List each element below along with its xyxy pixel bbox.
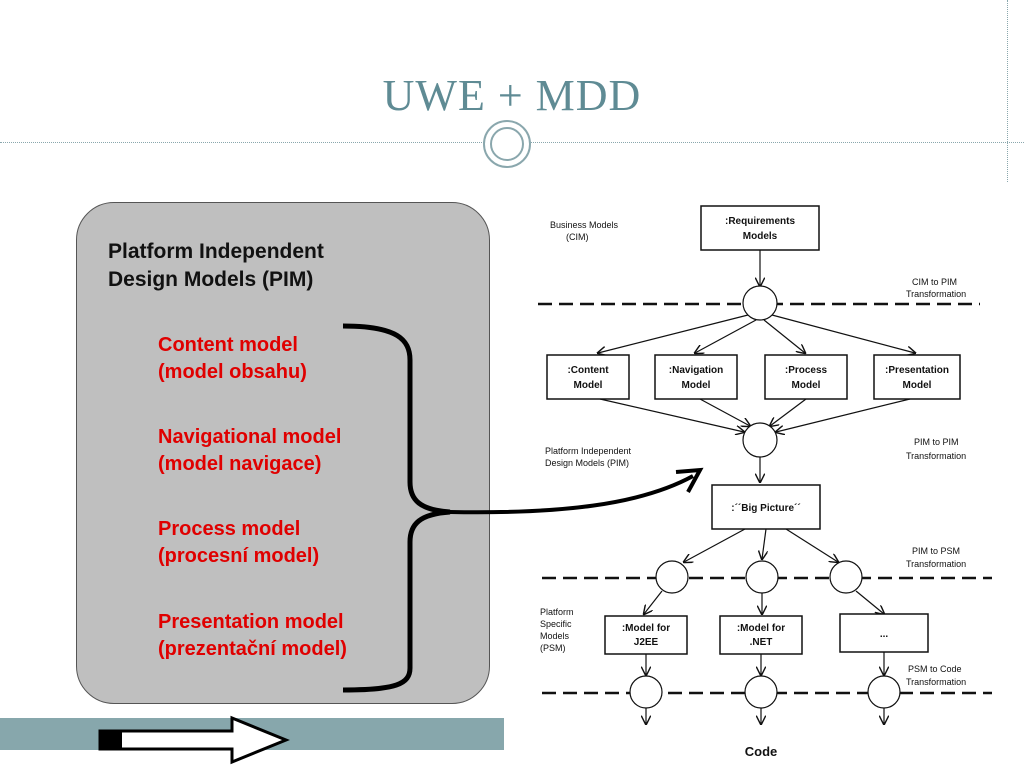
content-model-item: Content model (model obsahu) — [158, 334, 307, 383]
navigation-model-box-label-1: :Navigation — [669, 365, 723, 376]
net-model-box-label-2: .NET — [750, 637, 773, 648]
code-node-j2ee — [629, 675, 663, 709]
decorative-circle-icon — [483, 120, 531, 168]
j2ee-model-box-label-2: J2EE — [634, 637, 659, 648]
pim-heading: Platform Independent Design Models (PIM) — [108, 240, 324, 291]
right-divider — [1007, 0, 1008, 182]
brace-arrow — [449, 474, 694, 515]
net-model-box-label-1: :Model for — [737, 623, 785, 634]
presentation-model-box-label-2: Model — [903, 380, 932, 391]
psm-code-label-2: Transformation — [906, 677, 966, 687]
code-label: Code — [745, 744, 778, 759]
pim-psm-label-2: Transformation — [906, 559, 966, 569]
code-node-net — [744, 675, 778, 709]
psm-label-4: (PSM) — [540, 643, 566, 653]
cim-pim-label-1: CIM to PIM — [912, 277, 957, 287]
process-model-box — [764, 354, 848, 400]
slide-title: UWE + MDD — [382, 71, 642, 120]
next-arrow-tail — [100, 731, 122, 749]
process-model-box-label-2: Model — [792, 380, 821, 391]
pim-pim-label-1: PIM to PIM — [914, 437, 959, 447]
content-model-box — [546, 354, 630, 400]
other-model-box-label: ... — [880, 629, 889, 640]
transform-node-pim-pim — [742, 422, 778, 458]
pim-label-1: Platform Independent — [545, 446, 632, 456]
brace-shape — [342, 323, 451, 693]
j2ee-model-box — [604, 615, 688, 655]
presentation-model-item: Presentation model (prezentační model) — [158, 611, 347, 660]
requirements-box — [700, 205, 820, 251]
pim-panel — [76, 202, 490, 704]
brace-arrow-head-icon — [675, 467, 704, 493]
navigation-model-box — [654, 354, 738, 400]
pim-label-2: Design Models (PIM) — [545, 458, 629, 468]
net-model-box — [719, 615, 803, 655]
cim-pim-label-2: Transformation — [906, 289, 966, 299]
content-model-box-label-1: :Content — [567, 365, 609, 376]
navigation-model-box-label-2: Model — [682, 380, 711, 391]
transform-node-other — [829, 560, 863, 594]
process-model-box-label-1: :Process — [785, 365, 828, 376]
presentation-model-box — [873, 354, 961, 400]
business-models-label-2: (CIM) — [566, 232, 589, 242]
content-model-box-label-2: Model — [574, 380, 603, 391]
next-arrow-icon — [98, 715, 290, 765]
psm-label-1: Platform — [540, 607, 574, 617]
transform-node-net — [745, 560, 779, 594]
psm-label-3: Models — [540, 631, 570, 641]
transform-node-cim-pim — [742, 285, 778, 321]
code-node-other — [867, 675, 901, 709]
other-model-box — [839, 613, 929, 653]
psm-code-label-1: PSM to Code — [908, 664, 962, 674]
business-models-label-1: Business Models — [550, 220, 619, 230]
pim-pim-label-2: Transformation — [906, 451, 966, 461]
process-model-item: Process model (procesní model) — [158, 518, 320, 567]
pim-psm-label-1: PIM to PSM — [912, 546, 960, 556]
requirements-box-label-1: :Requirements — [725, 216, 795, 227]
requirements-box-label-2: Models — [743, 231, 778, 242]
psm-label-2: Specific — [540, 619, 572, 629]
transform-node-j2ee — [655, 560, 689, 594]
presentation-model-box-label-1: :Presentation — [885, 365, 949, 376]
navigational-model-item: Navigational model (model navigace) — [158, 426, 342, 475]
big-picture-label: :´´Big Picture´´ — [731, 503, 800, 514]
big-picture-box — [711, 484, 821, 530]
j2ee-model-box-label-1: :Model for — [622, 623, 670, 634]
